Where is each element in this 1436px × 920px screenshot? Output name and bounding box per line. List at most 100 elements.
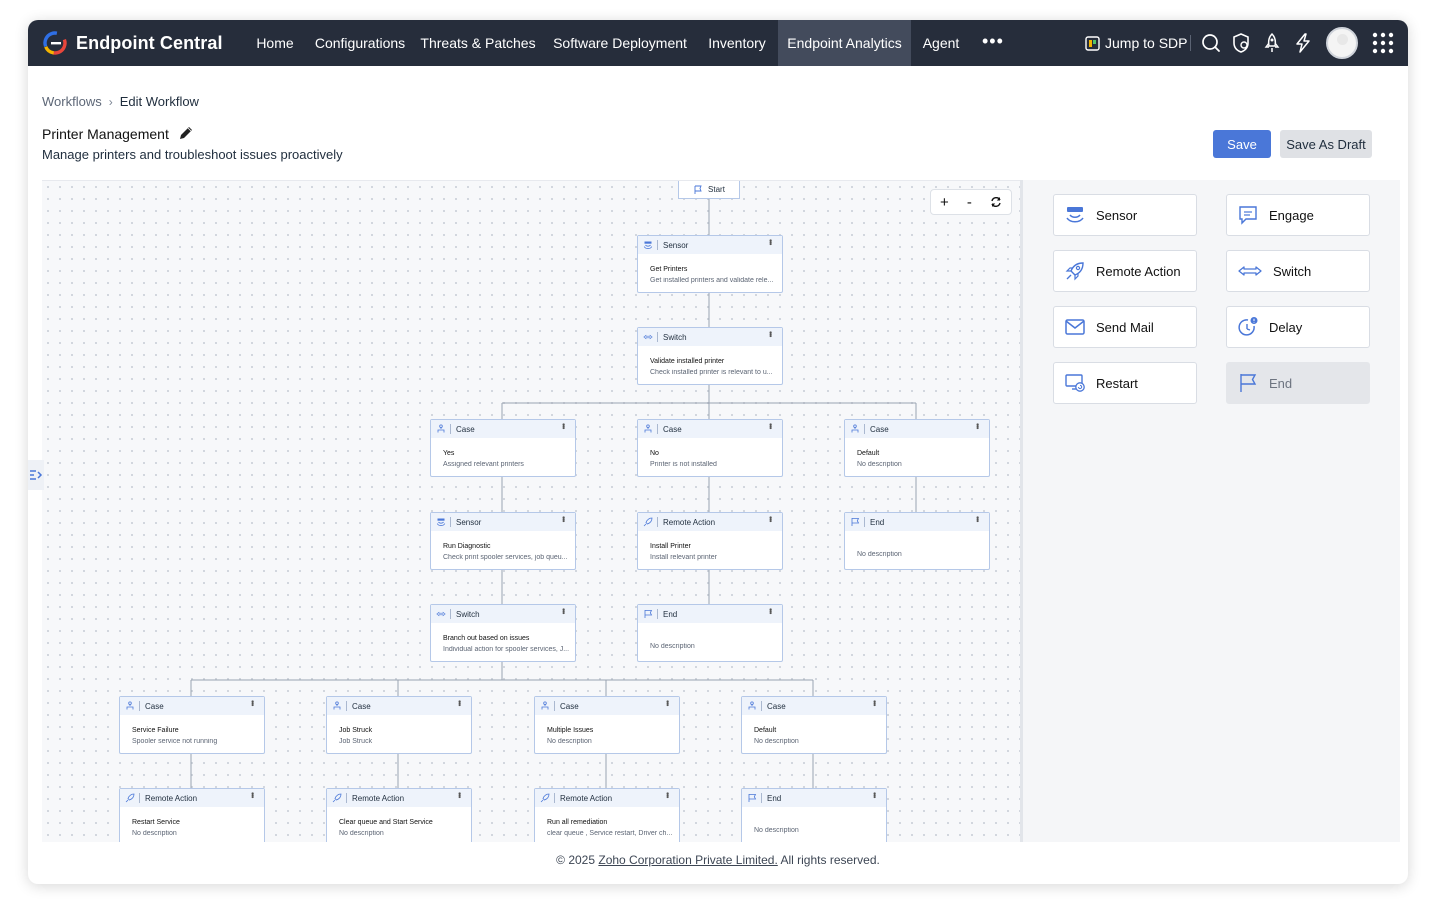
nav-endpoint-analytics[interactable]: Endpoint Analytics [778, 20, 911, 66]
node-header: Switch••• [431, 605, 575, 623]
workflow-node-end[interactable]: End•••No description [637, 604, 783, 662]
case-branch-icon [644, 424, 652, 433]
node-header-divider [761, 793, 762, 803]
save-as-draft-button[interactable]: Save As Draft [1280, 130, 1372, 158]
node-name: Validate installed printer [650, 358, 725, 365]
kebab-menu-icon[interactable]: ••• [870, 700, 879, 706]
node-header: Case ••• [327, 697, 471, 715]
palette-remote-action[interactable]: Remote Action [1053, 250, 1197, 292]
reset-icon[interactable] [990, 196, 1002, 208]
kebab-menu-icon[interactable]: ••• [766, 239, 775, 245]
zoom-out-button[interactable]: - [966, 193, 972, 211]
node-name: Run all remediation [547, 819, 608, 826]
kebab-menu-icon[interactable]: ••• [559, 516, 568, 522]
palette-delay[interactable]: Delay [1226, 306, 1370, 348]
kebab-menu-icon[interactable]: ••• [973, 423, 982, 429]
node-header: End••• [845, 513, 989, 531]
workflow-node-remote-action[interactable]: Remote Action••• Clear queue and Start Se… [326, 788, 472, 842]
shield-icon[interactable] [1230, 32, 1252, 54]
palette-label: Send Mail [1096, 319, 1154, 335]
node-header-divider [346, 701, 347, 711]
kebab-menu-icon[interactable]: ••• [248, 792, 257, 798]
kebab-menu-icon[interactable]: ••• [248, 700, 257, 706]
footer-company-link[interactable]: Zoho Corporation Private Limited. [598, 853, 778, 867]
palette-label: Restart [1096, 375, 1138, 391]
kebab-menu-icon[interactable]: ••• [663, 792, 672, 798]
node-description: Check installed printer is relevant to u… [650, 369, 773, 376]
sensor-icon [436, 518, 446, 526]
zoom-in-button[interactable]: + [940, 193, 949, 211]
bolt-icon[interactable] [1292, 32, 1314, 54]
expand-sidebar-button[interactable] [28, 460, 44, 490]
kebab-menu-icon[interactable]: ••• [766, 331, 775, 337]
node-header: Remote Action••• [327, 789, 471, 807]
start-label: Start [708, 185, 725, 194]
node-description: No description [547, 738, 592, 745]
palette-switch[interactable]: Switch [1226, 250, 1370, 292]
mail-icon [1065, 319, 1085, 335]
node-header-divider [450, 609, 451, 619]
app-grid-icon[interactable] [1371, 31, 1395, 55]
node-type: Case [352, 701, 371, 711]
node-type: Case [145, 701, 164, 711]
palette-engage[interactable]: Engage [1226, 194, 1370, 236]
kebab-menu-icon[interactable]: ••• [973, 516, 982, 522]
case-branch-icon [126, 701, 134, 710]
zoom-controls: + - [930, 189, 1012, 215]
nav-software-deployment[interactable]: Software Deployment [553, 35, 687, 51]
workflow-node-end[interactable]: End•••No description [844, 512, 990, 570]
nav-configurations[interactable]: Configurations [314, 35, 406, 51]
pencil-icon[interactable] [178, 125, 194, 141]
kebab-menu-icon[interactable]: ••• [870, 792, 879, 798]
kebab-menu-icon[interactable]: ••• [663, 700, 672, 706]
workflow-node-end[interactable]: End•••No description [741, 788, 887, 842]
save-button[interactable]: Save [1213, 130, 1271, 158]
palette-label: Delay [1269, 319, 1303, 335]
breadcrumb-workflows[interactable]: Workflows [42, 94, 102, 109]
kebab-menu-icon[interactable]: ••• [559, 608, 568, 614]
nav-inventory[interactable]: Inventory [708, 35, 766, 51]
kebab-menu-icon[interactable]: ••• [455, 792, 464, 798]
search-icon[interactable] [1200, 32, 1222, 54]
node-header: Remote Action••• [535, 789, 679, 807]
node-header: Case••• [638, 420, 782, 438]
nav-home[interactable]: Home [256, 35, 294, 51]
start-node[interactable]: Start [678, 181, 740, 199]
palette-restart[interactable]: Restart [1053, 362, 1197, 404]
jump-to-sdp-link[interactable]: Jump to SDP [1085, 20, 1187, 66]
nav-more-button[interactable]: ••• [982, 31, 1004, 51]
kebab-menu-icon[interactable]: ••• [766, 423, 775, 429]
nav-threats-patches[interactable]: Threats & Patches [420, 35, 536, 51]
node-name: Default [857, 450, 880, 457]
kebab-menu-icon[interactable]: ••• [559, 423, 568, 429]
brand[interactable]: Endpoint Central [42, 30, 223, 56]
rocket-icon[interactable] [1261, 32, 1283, 54]
kebab-menu-icon[interactable]: ••• [766, 608, 775, 614]
nav-agent[interactable]: Agent [922, 35, 960, 51]
node-name: Clear queue and Start Service [339, 819, 433, 826]
palette-send-mail[interactable]: Send Mail [1053, 306, 1197, 348]
palette-sensor[interactable]: Sensor [1053, 194, 1197, 236]
kebab-menu-icon[interactable]: ••• [766, 516, 775, 522]
brand-logo-icon [43, 31, 67, 55]
node-header: Case ••• [120, 697, 264, 715]
kebab-menu-icon[interactable]: ••• [455, 700, 464, 706]
avatar[interactable] [1326, 27, 1358, 59]
rocket-icon [125, 793, 135, 803]
node-header: Case••• [742, 697, 886, 715]
